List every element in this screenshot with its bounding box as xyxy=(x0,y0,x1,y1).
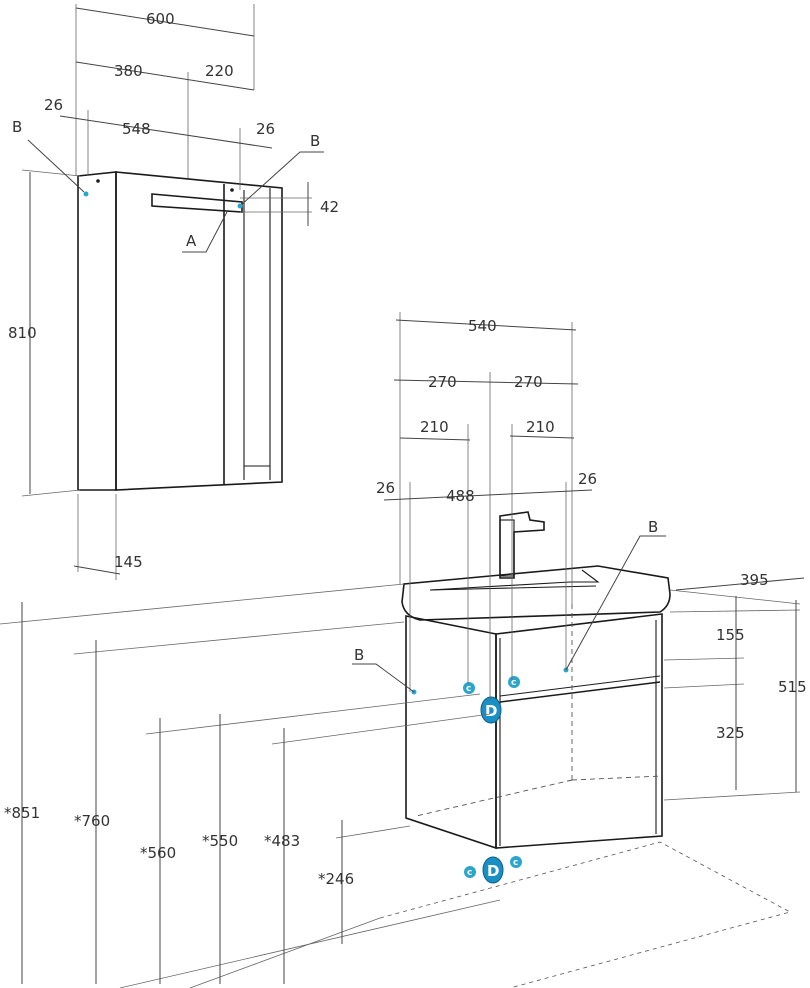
dim-600: 600 xyxy=(146,10,175,28)
dim-380: 380 xyxy=(114,62,143,80)
label-b-right: B xyxy=(310,132,320,150)
c-marker-1 xyxy=(463,682,475,694)
dim-210-left: 210 xyxy=(420,418,449,436)
dim-550: *550 xyxy=(202,832,238,850)
dim-26-left: 26 xyxy=(44,96,63,114)
b-point-right xyxy=(237,203,243,209)
dim-488: 488 xyxy=(446,487,475,505)
c-marker-3 xyxy=(464,866,476,878)
dim-145: 145 xyxy=(114,553,143,571)
label-a: A xyxy=(186,232,197,250)
c-marker-2 xyxy=(508,676,520,688)
label-b-vanity-right: B xyxy=(648,518,658,536)
d-marker-upper xyxy=(480,696,502,724)
mirror-cabinet xyxy=(77,171,283,491)
b-point-left xyxy=(83,191,89,197)
svg-text:c: c xyxy=(511,678,516,688)
dim-270-right: 270 xyxy=(514,373,543,391)
dim-548: 548 xyxy=(122,120,151,138)
dim-26-vanity-right: 26 xyxy=(578,470,597,488)
c-marker-4 xyxy=(510,856,522,868)
dim-810: 810 xyxy=(8,324,37,342)
dim-851: *851 xyxy=(4,804,40,822)
dim-325: 325 xyxy=(716,724,745,742)
dim-220: 220 xyxy=(205,62,234,80)
dim-210-right: 210 xyxy=(526,418,555,436)
svg-text:D: D xyxy=(487,862,499,880)
vanity-dimensions: 540 270 270 210 210 26 488 26 395 155 32… xyxy=(352,312,807,792)
svg-text:c: c xyxy=(513,858,518,868)
dim-483: *483 xyxy=(264,832,300,850)
height-dimensions: *851 *760 *560 *550 *483 *246 xyxy=(4,602,354,984)
dim-246: *246 xyxy=(318,870,354,888)
reference-lines xyxy=(0,583,801,988)
d-marker-lower xyxy=(482,856,504,884)
dim-760: *760 xyxy=(74,812,110,830)
dim-395: 395 xyxy=(740,571,769,589)
svg-text:c: c xyxy=(467,868,472,878)
cabinet-dimensions: 600 380 220 26 548 26 810 42 145 A B xyxy=(8,4,339,580)
vanity-unit: c c c c D D xyxy=(401,511,671,884)
dim-560: *560 xyxy=(140,844,176,862)
label-b-vanity-left: B xyxy=(354,646,364,664)
dim-515: 515 xyxy=(778,678,807,696)
dim-26-vanity-left: 26 xyxy=(376,479,395,497)
dim-42: 42 xyxy=(320,198,339,216)
svg-text:D: D xyxy=(485,702,497,720)
svg-text:c: c xyxy=(466,684,471,694)
dim-540: 540 xyxy=(468,317,497,335)
dim-270-left: 270 xyxy=(428,373,457,391)
label-b-left: B xyxy=(12,118,22,136)
dim-26-right: 26 xyxy=(256,120,275,138)
dim-155: 155 xyxy=(716,626,745,644)
